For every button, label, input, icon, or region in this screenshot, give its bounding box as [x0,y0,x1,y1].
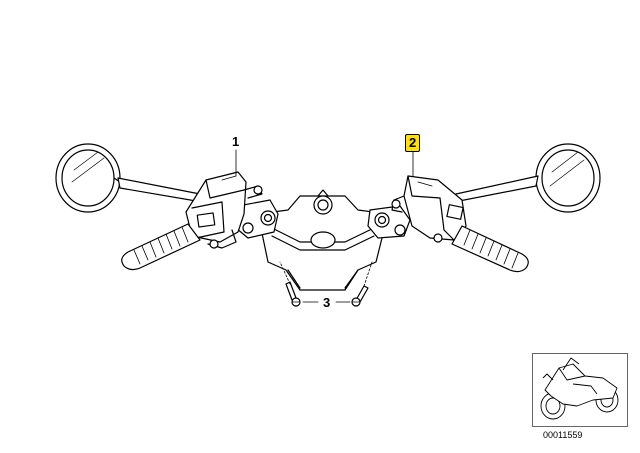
screw-right [351,285,369,307]
left-lever-fitting [185,171,263,249]
left-grip [121,223,201,271]
callout-part-2: 2 [405,134,421,152]
right-grip [451,225,529,273]
callout-part-1: 1 [232,134,240,149]
callout-part-3: 3 [323,295,331,310]
leader-lines [235,149,414,303]
right-clamp [367,205,411,239]
left-mirror [55,143,203,213]
right-mirror [453,143,601,213]
screw-left [285,281,301,307]
motorcycle-thumbnail [532,353,628,427]
diagram-reference-number: 00011559 [543,430,583,440]
center-bracket [257,189,389,291]
